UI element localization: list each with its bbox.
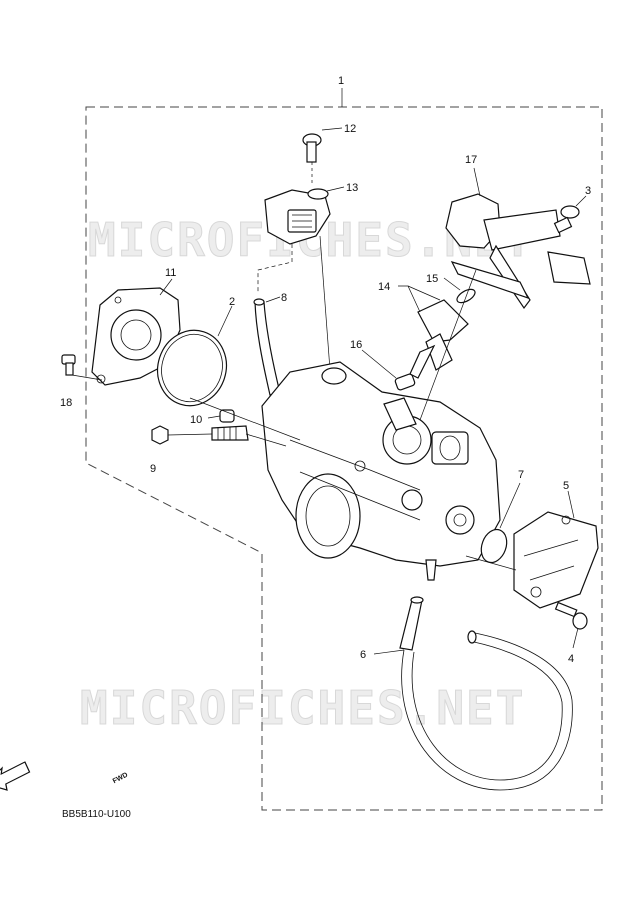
- leader-13: [326, 186, 345, 192]
- callout-1: 1: [338, 75, 344, 87]
- hose-8-part: [254, 301, 281, 396]
- callout-16: 16: [350, 339, 362, 351]
- screw-12-part: [302, 133, 322, 163]
- leader-6: [373, 649, 405, 655]
- callout-13: 13: [346, 182, 358, 194]
- o-ring-2-part: [156, 329, 228, 407]
- cover-plate-part: [91, 287, 181, 386]
- callout-17: 17: [465, 154, 477, 166]
- callout-7: 7: [518, 469, 524, 481]
- leader-9: [167, 433, 213, 436]
- leader-10: [207, 415, 221, 419]
- leader-7: [499, 482, 521, 529]
- callout-6: 6: [360, 649, 366, 661]
- callout-18: 18: [60, 397, 72, 409]
- leader-14b: [407, 285, 441, 301]
- callout-12: 12: [344, 123, 356, 135]
- assembly-boundary: [85, 106, 603, 811]
- hose-8-end: [253, 298, 265, 306]
- callout-10: 10: [190, 414, 202, 426]
- fwd-arrow-icon: FWD: [0, 761, 129, 791]
- injector-14-part: [409, 299, 469, 379]
- callout-2: 2: [229, 296, 235, 308]
- callout-11: 11: [165, 267, 176, 279]
- leader-11: [159, 278, 173, 296]
- leader-2: [217, 305, 233, 337]
- throttle-body-part: [261, 361, 501, 581]
- screw-3-part: [553, 205, 580, 234]
- sensor-13-axis: [319, 235, 331, 371]
- leader-4: [572, 627, 579, 649]
- fuel-joint-17-part: [445, 193, 591, 310]
- leader-15: [443, 277, 461, 291]
- callout-9: 9: [150, 463, 156, 475]
- fuel-joint-axis: [419, 269, 477, 421]
- leader-3: [575, 195, 587, 207]
- hose-6-part: [399, 596, 573, 791]
- leader-5: [567, 490, 575, 519]
- o-ring-2-axis: [189, 397, 301, 441]
- watermark-bottom: MICROFICHES.NET: [80, 681, 525, 735]
- callout-4: 4: [568, 653, 574, 665]
- bolt-18-part: [61, 354, 76, 376]
- leader-17: [473, 167, 481, 197]
- callout-15: 15: [426, 273, 438, 285]
- leader-18: [71, 374, 103, 381]
- stud-axis: [245, 433, 287, 447]
- leader-16: [361, 349, 397, 379]
- o-ring-2-inner: [161, 333, 223, 403]
- callout-8: 8: [281, 292, 287, 304]
- callout-3: 3: [585, 185, 591, 197]
- tps-5-part: [513, 511, 599, 609]
- fwd-label: FWD: [112, 772, 129, 786]
- diagram-code: BB5B110-U100: [62, 809, 131, 820]
- tps-axis: [465, 555, 517, 571]
- callout-5: 5: [563, 480, 569, 492]
- screw-4-part: [554, 601, 588, 630]
- callout-14: 14: [378, 281, 390, 293]
- sensor-13-hose-path: [257, 244, 293, 292]
- sensor-13-part: [264, 188, 331, 245]
- leader-8: [265, 296, 281, 303]
- leader-12: [321, 127, 343, 131]
- nut-9-part: [151, 425, 249, 445]
- collar-16-part: [394, 373, 416, 391]
